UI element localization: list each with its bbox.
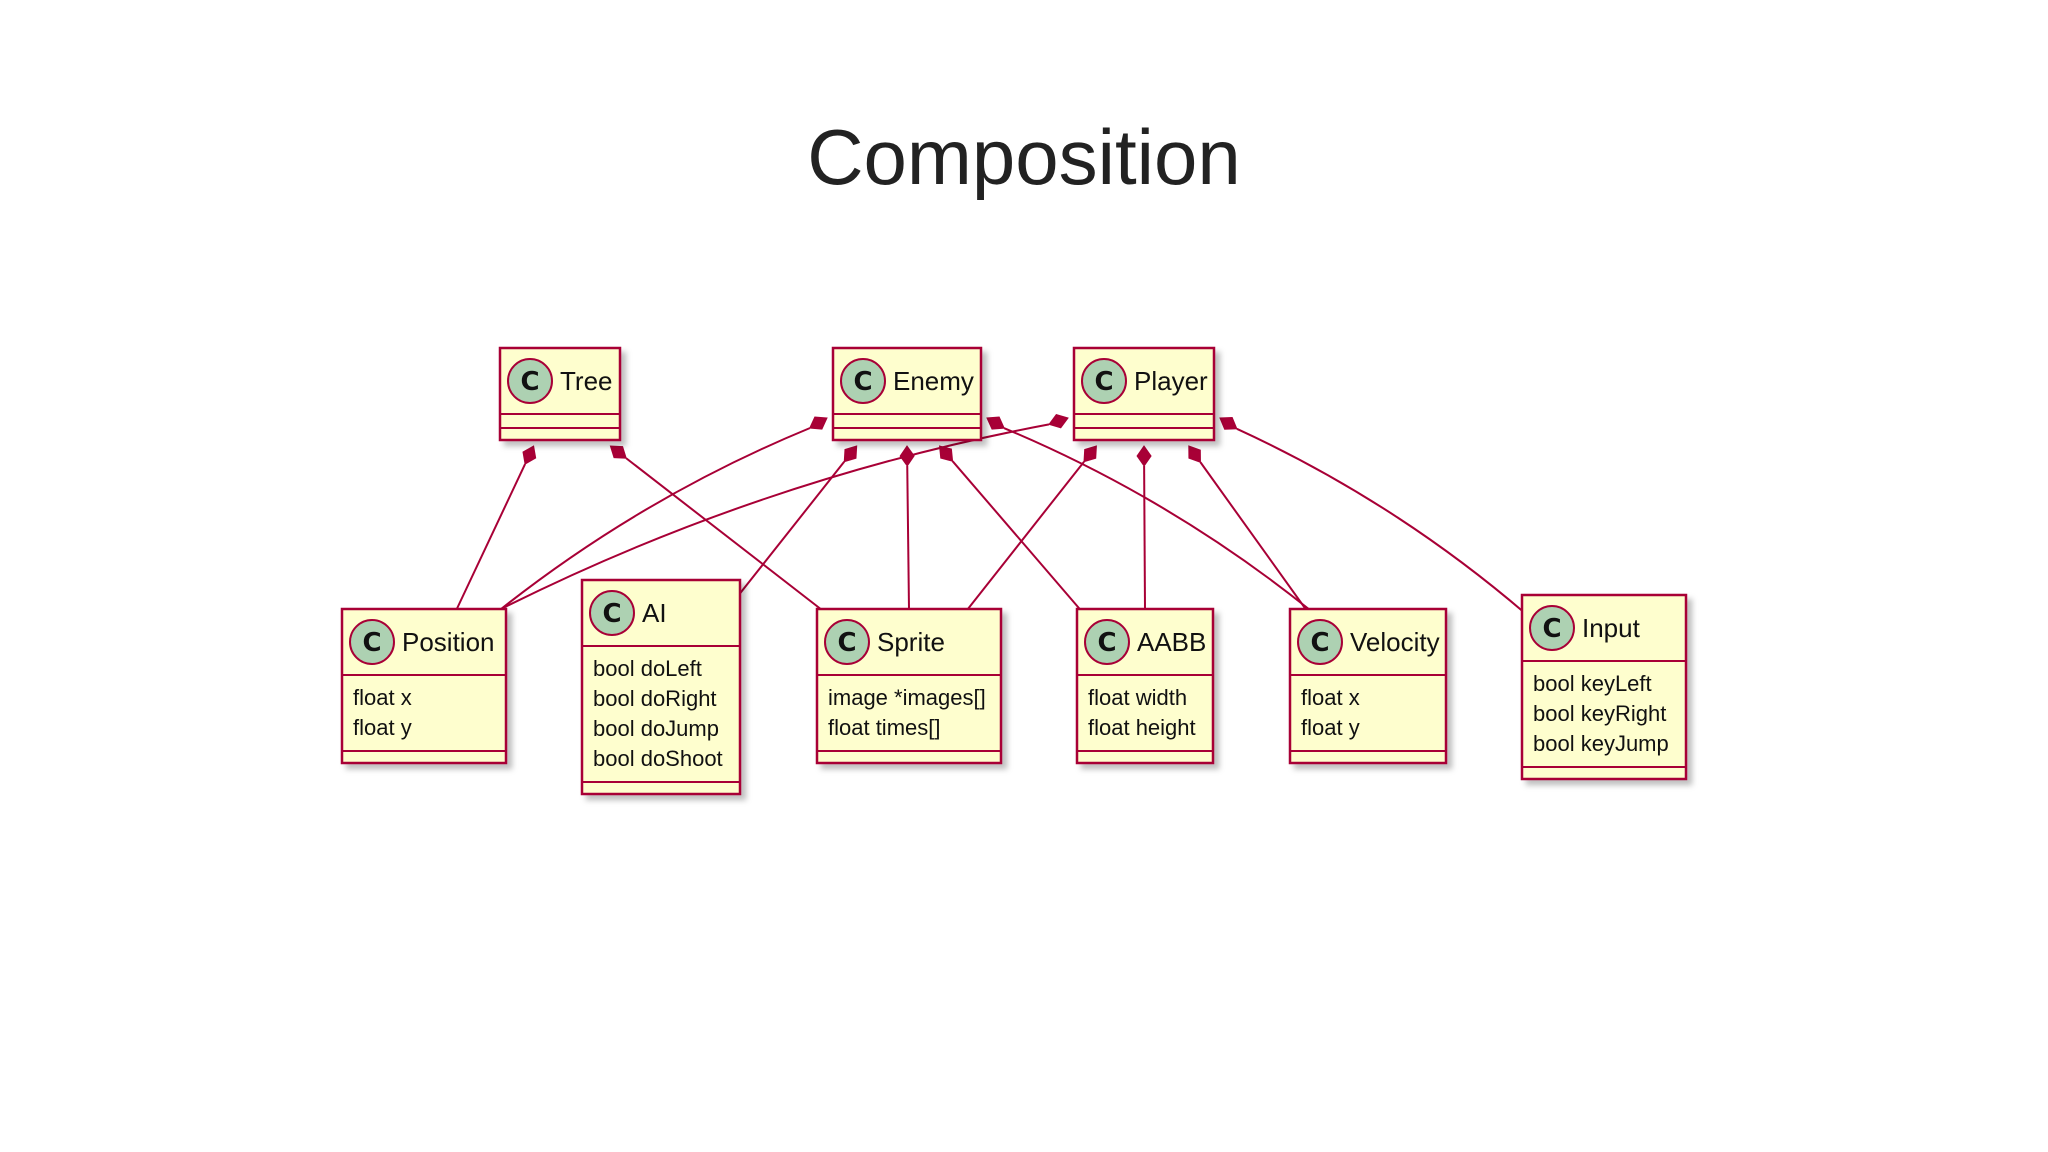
composition-edge-enemy-velocity	[986, 416, 1310, 610]
composition-edge-player-input	[1219, 416, 1526, 615]
svg-text:C: C	[520, 367, 539, 397]
svg-text:C: C	[1542, 614, 1561, 644]
composition-edge-enemy-aabb	[938, 445, 1081, 610]
class-c-icon: C	[589, 590, 635, 636]
class-box-velocity: C Velocity float x float y	[1288, 607, 1448, 765]
edge-line	[500, 427, 811, 610]
class-c-icon: C	[840, 358, 886, 404]
composition-diamond-icon	[986, 416, 1005, 430]
svg-text:C: C	[1094, 367, 1113, 397]
class-attribute: bool doRight	[593, 686, 717, 711]
class-attribute: bool keyRight	[1533, 701, 1666, 726]
composition-edge-tree-sprite	[609, 445, 822, 610]
class-c-icon: C	[1529, 605, 1575, 651]
class-c-icon: C	[507, 358, 553, 404]
class-attribute: float x	[353, 685, 412, 710]
composition-diamond-icon	[1136, 445, 1152, 467]
class-name: Sprite	[877, 627, 945, 657]
edge-line	[1199, 461, 1307, 610]
composition-edge-enemy-position	[500, 416, 828, 610]
class-box-input: C Input bool keyLeft bool keyRight bool keyJ…	[1520, 593, 1688, 781]
svg-text:C: C	[1310, 628, 1329, 658]
class-name: Enemy	[893, 366, 974, 396]
composition-edge-enemy-sprite	[899, 445, 915, 610]
class-attribute: bool doJump	[593, 716, 719, 741]
class-box-position: C Position float x float y	[340, 607, 508, 765]
class-attribute: bool doLeft	[593, 656, 702, 681]
svg-text:C: C	[837, 628, 856, 658]
composition-edge-player-sprite	[967, 445, 1097, 610]
edge-line	[732, 461, 846, 603]
class-name: Tree	[560, 366, 613, 396]
composition-diamond-icon	[1048, 413, 1069, 429]
class-name: Velocity	[1350, 627, 1440, 657]
class-name: Input	[1582, 613, 1641, 643]
edge-line	[951, 460, 1081, 610]
class-c-icon: C	[1084, 619, 1130, 665]
composition-edge-tree-position	[455, 445, 537, 610]
edge-line	[1236, 427, 1526, 615]
class-name: AI	[642, 598, 667, 628]
class-box-aabb: C AABB float width float height	[1075, 607, 1215, 765]
composition-diamond-icon	[522, 445, 537, 465]
class-box-enemy: C Enemy	[831, 346, 983, 442]
class-attribute: float y	[353, 715, 412, 740]
class-c-icon: C	[824, 619, 870, 665]
class-attribute: float height	[1088, 715, 1196, 740]
svg-text:C: C	[853, 367, 872, 397]
edge-line	[455, 463, 526, 610]
edge-line	[625, 457, 822, 610]
svg-text:C: C	[602, 599, 621, 629]
edge-line	[967, 461, 1085, 610]
composition-edge-player-aabb	[1136, 445, 1152, 610]
class-box-ai: C AI bool doLeft bool doRight bool doJump boo…	[580, 578, 742, 796]
class-c-icon: C	[1297, 619, 1343, 665]
class-c-icon: C	[1081, 358, 1127, 404]
class-name: AABB	[1137, 627, 1206, 657]
class-c-icon: C	[349, 619, 395, 665]
class-box-player: C Player	[1072, 346, 1216, 442]
class-name: Position	[402, 627, 495, 657]
composition-edge-enemy-ai	[732, 445, 858, 603]
composition-diamond-icon	[1188, 445, 1201, 463]
class-attribute: float width	[1088, 685, 1187, 710]
composition-diamond-icon	[808, 416, 828, 430]
class-name: Player	[1134, 366, 1208, 396]
class-attribute: float times[]	[828, 715, 940, 740]
composition-diamond-icon	[843, 445, 858, 463]
svg-text:C: C	[1097, 628, 1116, 658]
composition-diamond-icon	[938, 445, 954, 462]
edge-line	[1003, 427, 1310, 610]
slide-title: Composition	[807, 113, 1241, 201]
class-attribute: bool keyLeft	[1533, 671, 1652, 696]
edge-line	[906, 465, 910, 610]
class-attribute: bool doShoot	[593, 746, 723, 771]
class-box-tree: C Tree	[498, 346, 622, 442]
composition-diamond-icon	[1219, 416, 1238, 430]
class-attribute: float x	[1301, 685, 1360, 710]
composition-diamond-icon	[609, 445, 627, 459]
class-attribute: bool keyJump	[1533, 731, 1669, 756]
svg-text:C: C	[362, 628, 381, 658]
class-box-sprite: C Sprite image *images[] float times[]	[815, 607, 1003, 765]
composition-edges	[455, 413, 1526, 615]
edge-line	[1143, 465, 1146, 610]
class-attribute: float y	[1301, 715, 1360, 740]
class-attribute: image *images[]	[828, 685, 986, 710]
composition-diamond-icon	[1083, 445, 1097, 463]
composition-edge-player-velocity	[1188, 445, 1307, 610]
